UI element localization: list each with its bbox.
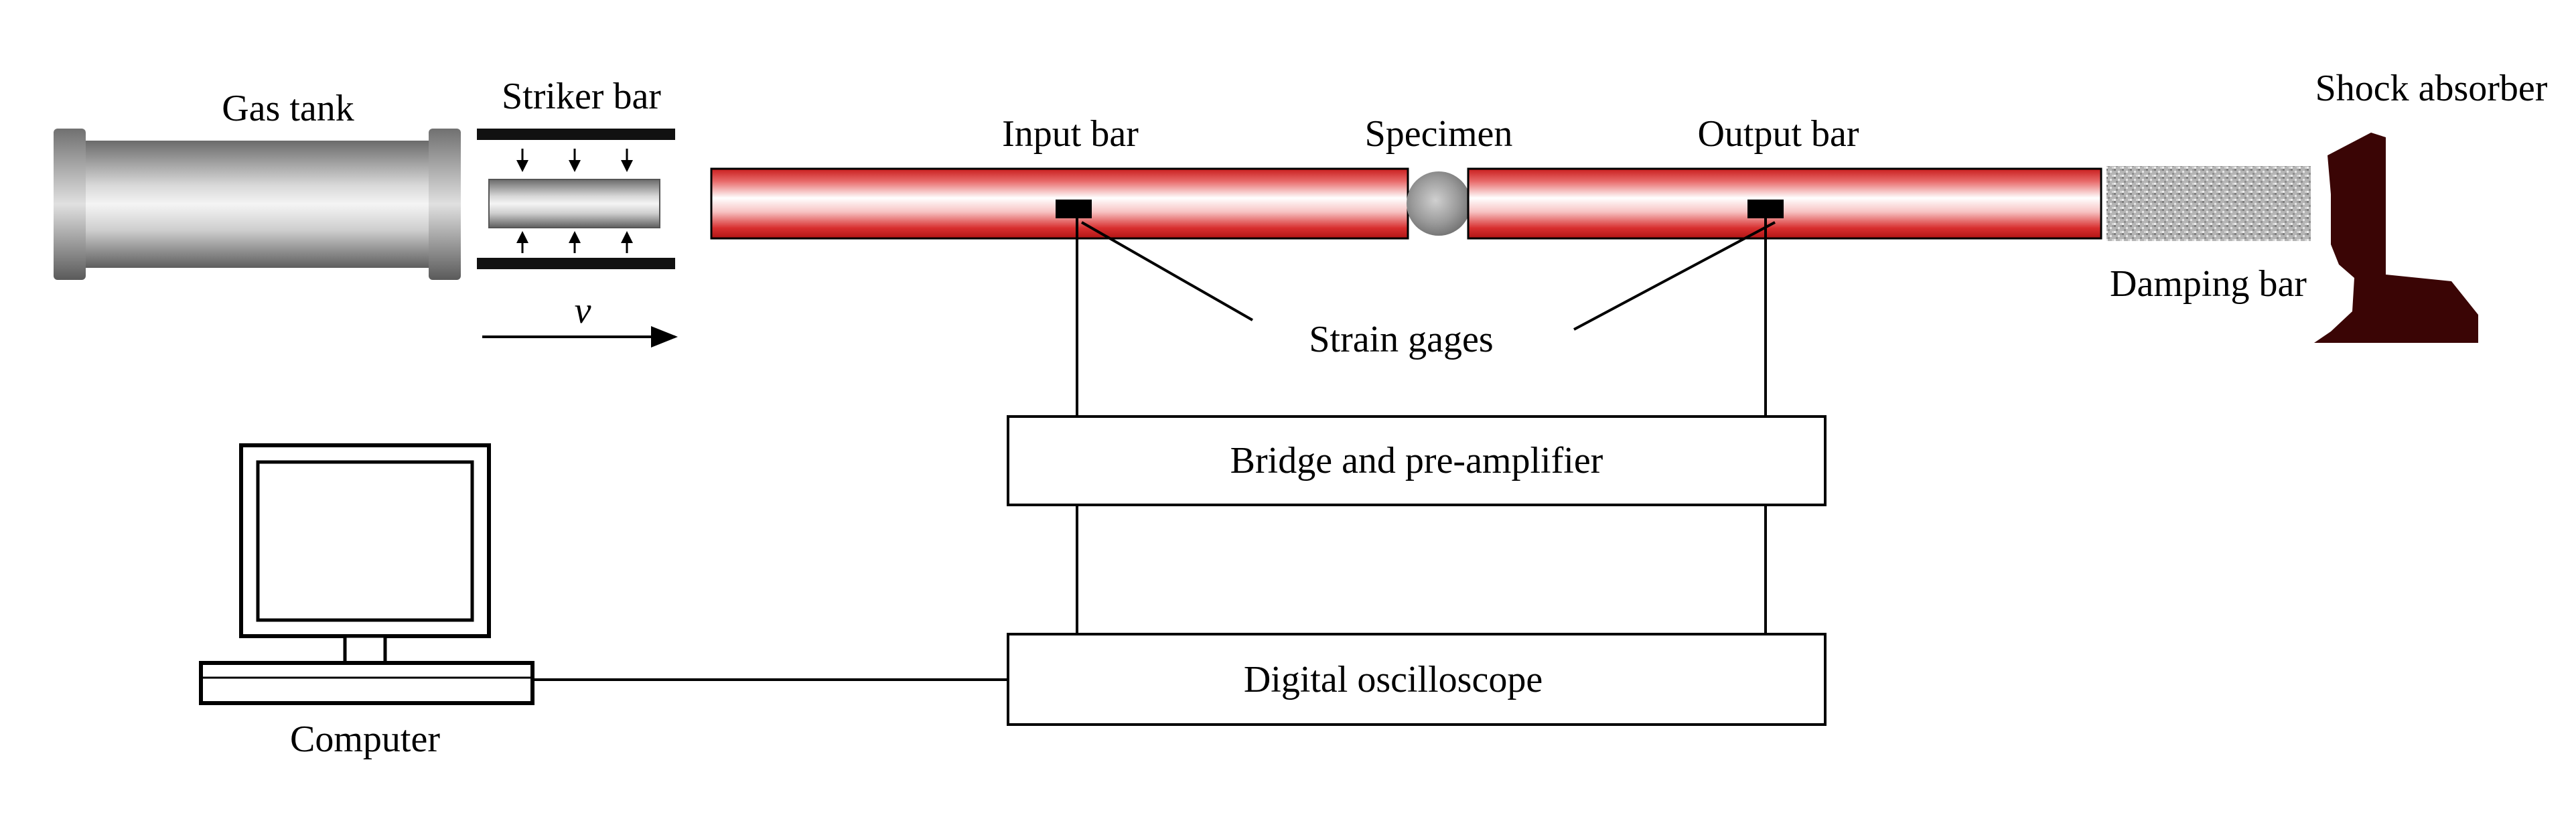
computer-label: Computer	[290, 719, 440, 760]
gas-tank	[54, 129, 461, 280]
velocity-label: v	[575, 290, 591, 331]
shock-absorber	[2314, 133, 2478, 343]
striker-bar	[477, 129, 675, 269]
damping-bar-label: Damping bar	[2110, 263, 2307, 305]
monitor-icon	[239, 443, 491, 666]
strain-gage-leader-left	[1081, 221, 1253, 321]
striker-bar-label: Striker bar	[502, 76, 661, 117]
shock-absorber-label: Shock absorber	[2315, 68, 2548, 109]
bridge-label: Bridge and pre-amplifier	[1230, 440, 1603, 481]
specimen-label: Specimen	[1365, 113, 1513, 155]
input-bar-label: Input bar	[1002, 113, 1139, 155]
pressure-arrows	[516, 149, 633, 253]
keyboard-icon	[199, 661, 534, 705]
strain-gage-leader-right	[1573, 221, 1776, 331]
strain-gages-label: Strain gages	[1309, 319, 1493, 360]
oscilloscope-label: Digital oscilloscope	[1244, 659, 1543, 700]
gas-tank-label: Gas tank	[222, 88, 354, 129]
strain-gage-input	[1056, 200, 1092, 218]
output-bar	[1467, 167, 2102, 240]
output-bar-label: Output bar	[1697, 113, 1859, 155]
computer	[199, 443, 534, 705]
bridge-box	[1007, 415, 1827, 506]
damping-bar	[2106, 166, 2311, 241]
specimen	[1407, 171, 1471, 236]
strain-gage-output	[1747, 200, 1784, 218]
